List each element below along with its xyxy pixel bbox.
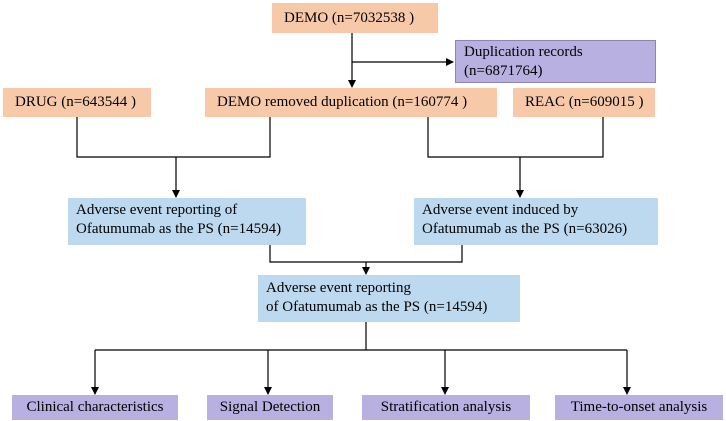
duplication-line-1: Duplication records xyxy=(464,44,583,60)
drug-box: DRUG (n=643544 ) xyxy=(3,88,151,117)
demo-box: DEMO (n=7032538 ) xyxy=(272,3,438,33)
demo-removed-label: DEMO removed duplication (n=160774 ) xyxy=(217,94,468,110)
ae-final-line-1: Adverse event reporting xyxy=(266,280,411,296)
ae-reporting-line-1: Adverse event reporting of xyxy=(76,202,238,218)
signal-label: Signal Detection xyxy=(219,399,321,415)
drug-label: DRUG (n=643544 ) xyxy=(15,94,136,110)
ae-final-box: Adverse event reporting of Ofatumumab as… xyxy=(258,275,520,322)
demo-label: DEMO (n=7032538 ) xyxy=(284,9,415,26)
clinical-label: Clinical characteristics xyxy=(26,399,164,415)
connector-drug-removed xyxy=(76,117,271,158)
connector-removed-reac xyxy=(427,117,604,158)
connector-ae-merge xyxy=(269,245,463,263)
clinical-characteristics-box: Clinical characteristics xyxy=(12,395,178,420)
stratification-label: Stratification analysis xyxy=(380,399,512,415)
ae-induced-line-2: Ofatumumab as the PS (n=63026) xyxy=(422,221,628,237)
ae-induced-line-1: Adverse event induced by xyxy=(422,202,579,218)
signal-detection-box: Signal Detection xyxy=(207,395,333,420)
demo-removed-duplication-box: DEMO removed duplication (n=160774 ) xyxy=(205,88,497,117)
time-to-onset-analysis-box: Time-to-onset analysis xyxy=(555,395,723,420)
duplication-line-2: (n=6871764) xyxy=(464,63,543,79)
ae-final-line-2: of Ofatumumab as the PS (n=14594) xyxy=(266,299,488,315)
reac-label: REAC (n=609015 ) xyxy=(525,94,644,110)
ae-reporting-line-2: Ofatumumab as the PS (n=14594) xyxy=(76,221,282,237)
ae-induced-box: Adverse event induced by Ofatumumab as t… xyxy=(414,198,658,245)
stratification-analysis-box: Stratification analysis xyxy=(362,395,530,420)
duplication-records-box: Duplication records (n=6871764) xyxy=(455,40,656,83)
time-to-onset-label: Time-to-onset analysis xyxy=(570,399,708,415)
reac-box: REAC (n=609015 ) xyxy=(513,88,655,117)
ae-reporting-box: Adverse event reporting of Ofatumumab as… xyxy=(68,198,306,245)
